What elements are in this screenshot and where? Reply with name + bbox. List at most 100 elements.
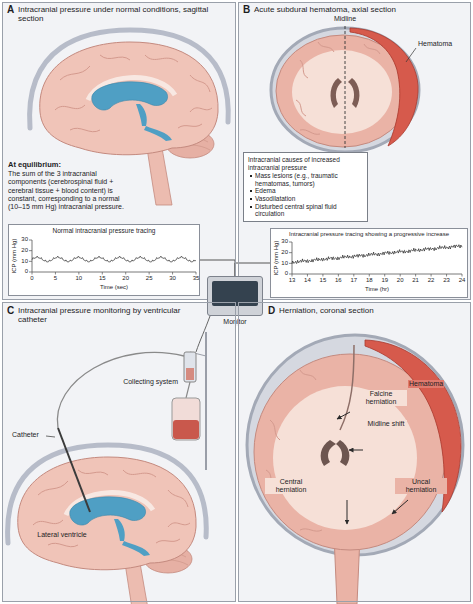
axis-tick: 10	[21, 258, 28, 265]
part-label: Catheter	[12, 431, 39, 439]
axis-tick: 23	[443, 277, 450, 284]
axis-tick: 20	[21, 247, 28, 254]
midline-label: Midline	[334, 15, 356, 23]
art-path	[321, 440, 336, 466]
panel: A Intracranial pressure under normal cond…	[2, 2, 236, 300]
pressure-trace	[32, 256, 196, 262]
chart-title: Normal intracranial pressure tracing	[53, 227, 156, 235]
art-line	[349, 450, 363, 451]
axis-tick: 30	[21, 236, 28, 243]
collecting-system	[46, 316, 210, 512]
panel-heading: Intracranial pressure under normal condi…	[18, 5, 228, 23]
axis-tick: 35	[193, 275, 200, 282]
axis-tick: 15	[99, 275, 106, 282]
panel: C Intracranial pressure monitoring by ven…	[2, 302, 236, 602]
panel-heading: Intracranial pressure monitoring by vent…	[18, 306, 200, 324]
axis-tick: 30	[281, 238, 288, 245]
art-path	[340, 345, 354, 430]
part-label: Midline shift	[365, 420, 407, 428]
axis-tick: 5	[54, 275, 57, 282]
art-rect	[186, 368, 194, 380]
art-line	[205, 332, 207, 470]
art-line	[345, 26, 346, 148]
axis-tick: 24	[459, 277, 466, 284]
part-label: Collecting system	[123, 378, 178, 386]
axis-tick: 14	[304, 277, 311, 284]
art-path	[331, 78, 342, 108]
bullet-item: Mass lesions (e.g., traumatic hematomas,…	[248, 172, 363, 187]
art-ellipse	[247, 335, 463, 555]
part-label: Falcine herniation	[355, 390, 407, 406]
connector	[200, 260, 235, 276]
art-rect	[2, 2, 236, 300]
art-rect	[173, 420, 199, 439]
panel-heading: Acute subdural hematoma, axial section	[254, 5, 464, 14]
axis-tick: 18	[366, 277, 373, 284]
axis-tick: 20	[397, 277, 404, 284]
panel-letter: C	[7, 305, 14, 317]
art-rect	[8, 224, 200, 296]
panel-letter: B	[243, 4, 250, 16]
pressure-trace	[292, 245, 462, 264]
axis-ticks	[29, 240, 462, 277]
art-line	[347, 500, 348, 524]
chart-title: Intracranial pressure tracing showing a …	[289, 231, 449, 238]
part-label: Hematoma	[418, 40, 452, 48]
note-body: The sum of the 3 intracranial components…	[8, 170, 133, 211]
axis-tick: 13	[289, 277, 296, 284]
note-heading: At equilibrium:	[8, 160, 61, 169]
axis-title: ICP (mm Hg)	[11, 239, 18, 274]
art-path	[57, 352, 184, 428]
axis-tick: 17	[350, 277, 357, 284]
art-line	[406, 48, 416, 62]
connector	[235, 263, 270, 276]
panel-letter: A	[7, 4, 14, 16]
part-label: Central herniation	[265, 478, 317, 494]
axis-title: Time (sec)	[100, 284, 128, 291]
art-ellipse	[273, 386, 417, 530]
axis-tick: 25	[146, 275, 153, 282]
part-label: Uncal herniation	[395, 478, 447, 494]
panel: DHerniation, coronal section	[238, 302, 471, 602]
art-ellipse	[292, 50, 392, 134]
art-path	[196, 316, 210, 352]
axis-tick: 10	[281, 260, 288, 267]
art-line	[46, 436, 55, 437]
art-rect	[270, 228, 468, 298]
axis-tick: 10	[76, 275, 83, 282]
bullet-item: Disturbed central spinal fluid circulati…	[248, 203, 363, 218]
art-path	[32, 240, 196, 272]
axis-tick: 20	[281, 249, 288, 256]
axial-brain	[271, 26, 419, 152]
art-ellipse	[254, 354, 446, 550]
axis-tick: 15	[320, 277, 327, 284]
axis-tick: 16	[335, 277, 342, 284]
art-path	[365, 340, 461, 512]
art-path	[348, 78, 359, 108]
bullet-item: Edema	[248, 187, 363, 195]
causes-box: Intracranial causes of increased intracr…	[243, 152, 368, 222]
axis-tick: 0	[25, 268, 28, 275]
box-heading: Intracranial causes of increased intracr…	[248, 156, 363, 171]
axis-tick: 30	[169, 275, 176, 282]
chart-box: Normal intracranial pressure tracingICP …	[8, 224, 200, 296]
monitor-box: Monitor	[207, 276, 263, 316]
art-rect	[172, 398, 200, 440]
art-rect	[238, 2, 471, 300]
part-label: Hematoma	[408, 380, 444, 388]
brain-panel-c	[8, 445, 207, 604]
axis-tick: 0	[30, 275, 33, 282]
art-rect	[184, 352, 196, 382]
traces	[29, 240, 462, 277]
axis-tick: 21	[412, 277, 419, 284]
art-path	[296, 42, 380, 134]
axis-tick: 19	[381, 277, 388, 284]
art-path	[336, 440, 349, 466]
art-line	[186, 382, 190, 398]
panel-letter: D	[268, 305, 275, 317]
axis-title: Time (hr)	[365, 286, 389, 293]
part-label: Lateral ventricle	[36, 531, 87, 539]
axis-tick: 0	[285, 270, 288, 277]
